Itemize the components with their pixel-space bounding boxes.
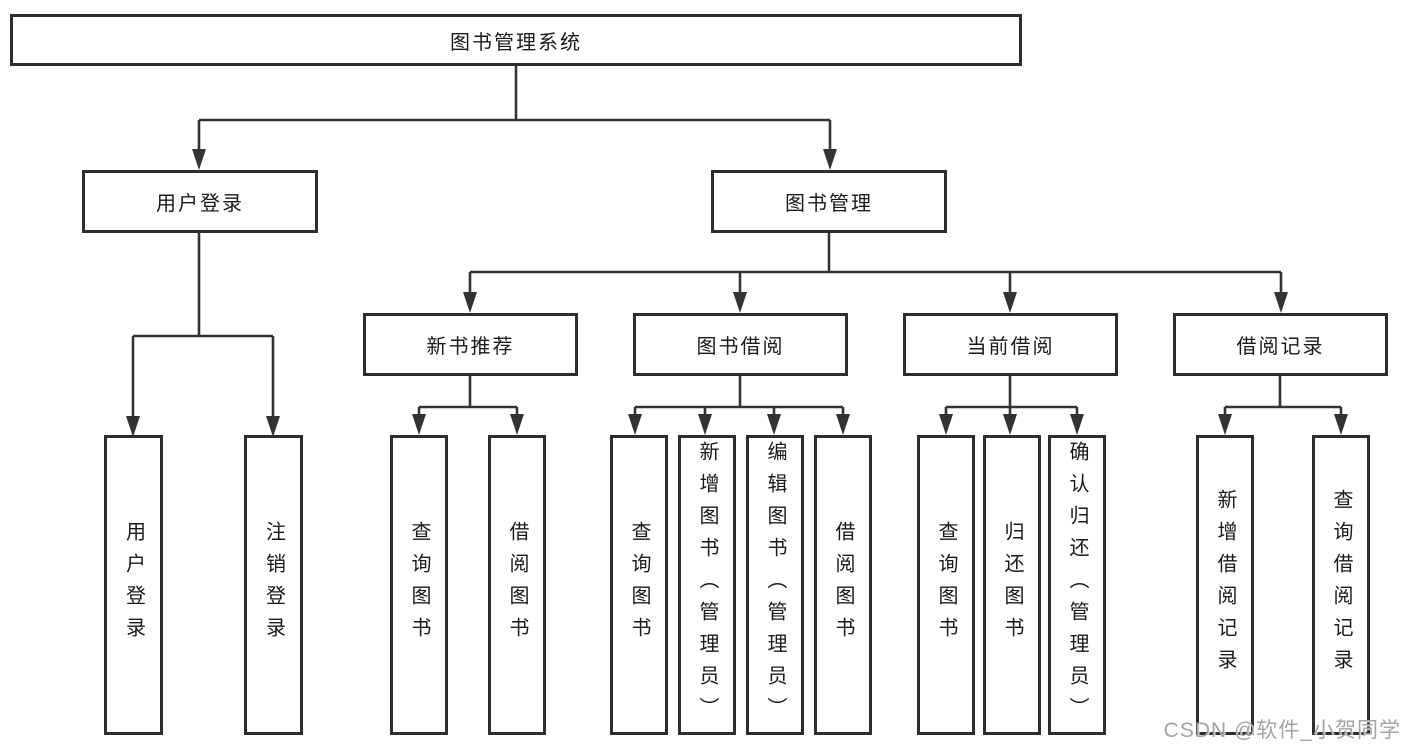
node-library-management-system-label: 图书管理系统 <box>450 31 582 54</box>
leaf-borrowing-add-book-admin: 新增图书（管理员） <box>678 435 736 735</box>
leaf-records-query-record: 查询借阅记录 <box>1312 435 1370 735</box>
leaf-borrowing-query-book: 查询图书 <box>610 435 668 735</box>
leaf-current-query-book: 查询图书 <box>917 435 975 735</box>
leaf-recommend-query-book-label: 查询图书 <box>408 521 430 649</box>
node-user-login: 用户登录 <box>82 170 318 233</box>
leaf-borrowing-edit-book-admin: 编辑图书（管理员） <box>746 435 804 735</box>
leaf-records-add-record: 新增借阅记录 <box>1196 435 1254 735</box>
leaf-current-confirm-return-admin-label: 确认归还（管理员） <box>1066 441 1088 729</box>
leaf-current-query-book-label: 查询图书 <box>935 521 957 649</box>
leaf-borrowing-add-book-admin-label: 新增图书（管理员） <box>696 441 718 729</box>
leaf-logout-login-label: 注销登录 <box>262 521 285 649</box>
csdn-watermark: CSDN @软件_小贺同学 <box>1163 719 1401 742</box>
leaf-current-return-book-label: 归还图书 <box>1001 521 1023 649</box>
node-borrowing-records-label: 借阅记录 <box>1236 336 1325 358</box>
node-library-management-system: 图书管理系统 <box>10 14 1022 66</box>
leaf-records-add-record-label: 新增借阅记录 <box>1214 489 1236 681</box>
leaf-user-login: 用户登录 <box>104 435 163 735</box>
leaf-borrowing-edit-book-admin-label: 编辑图书（管理员） <box>764 441 786 729</box>
node-new-book-recommend: 新书推荐 <box>363 313 578 376</box>
leaf-user-login-label: 用户登录 <box>122 521 145 649</box>
leaf-borrowing-query-book-label: 查询图书 <box>628 521 650 649</box>
node-book-borrowing: 图书借阅 <box>633 313 848 376</box>
leaf-current-confirm-return-admin: 确认归还（管理员） <box>1048 435 1106 735</box>
node-book-borrowing-label: 图书借阅 <box>696 336 785 358</box>
node-book-management: 图书管理 <box>711 170 947 233</box>
node-book-management-label: 图书管理 <box>785 193 873 215</box>
leaf-borrowing-borrow-book: 借阅图书 <box>814 435 872 735</box>
leaf-records-query-record-label: 查询借阅记录 <box>1330 489 1352 681</box>
leaf-logout-login: 注销登录 <box>244 435 303 735</box>
leaf-current-return-book: 归还图书 <box>983 435 1041 735</box>
node-current-borrowing-label: 当前借阅 <box>966 336 1055 358</box>
node-new-book-recommend-label: 新书推荐 <box>426 336 515 358</box>
node-current-borrowing: 当前借阅 <box>903 313 1118 376</box>
node-borrowing-records: 借阅记录 <box>1173 313 1388 376</box>
node-user-login-label: 用户登录 <box>156 193 244 215</box>
leaf-borrowing-borrow-book-label: 借阅图书 <box>832 521 854 649</box>
leaf-recommend-borrow-book: 借阅图书 <box>488 435 546 735</box>
leaf-recommend-query-book: 查询图书 <box>390 435 448 735</box>
leaf-recommend-borrow-book-label: 借阅图书 <box>506 521 528 649</box>
